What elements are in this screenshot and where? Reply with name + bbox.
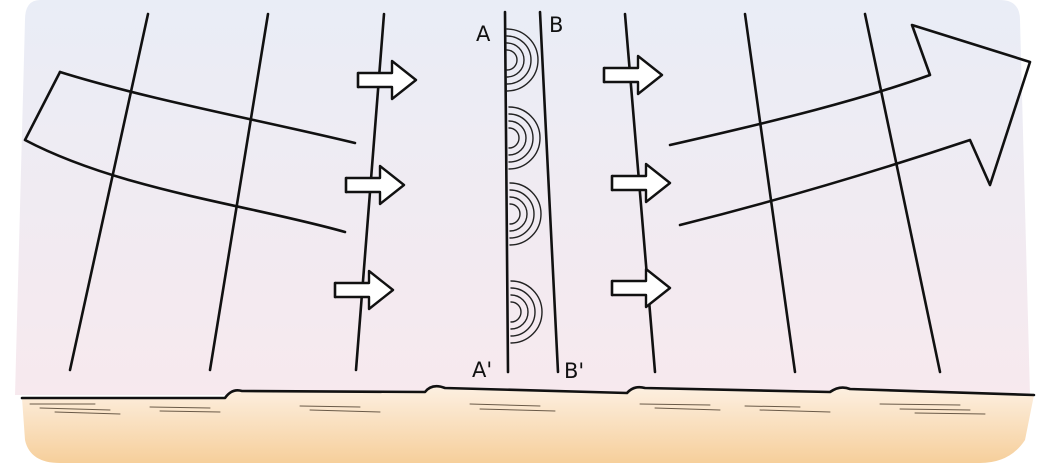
wave-ripple-icon bbox=[506, 28, 539, 92]
wavefront-lines bbox=[68, 10, 942, 374]
wavefront-line bbox=[208, 12, 270, 372]
wave-ripple-icon bbox=[508, 106, 541, 170]
large-curved-arrow bbox=[23, 23, 1032, 234]
label-b: B bbox=[549, 13, 563, 37]
ground bbox=[22, 386, 1034, 463]
wavefront-line bbox=[743, 12, 797, 374]
wavefront-line bbox=[863, 12, 942, 374]
ground-surface-line bbox=[20, 384, 1036, 400]
wavefront-line bbox=[68, 12, 150, 372]
wave-ripple-icon bbox=[510, 280, 543, 344]
ground-hatching bbox=[29, 403, 986, 415]
label-b-prime: B' bbox=[564, 359, 584, 383]
wavefront-line-b bbox=[538, 10, 560, 374]
sky-background bbox=[15, 0, 1030, 395]
label-a: A bbox=[476, 22, 491, 46]
wave-ripple-icon bbox=[509, 182, 542, 246]
label-a-prime: A' bbox=[472, 358, 492, 382]
wave-ripples bbox=[506, 28, 543, 344]
wavefront-line-a bbox=[503, 10, 510, 374]
